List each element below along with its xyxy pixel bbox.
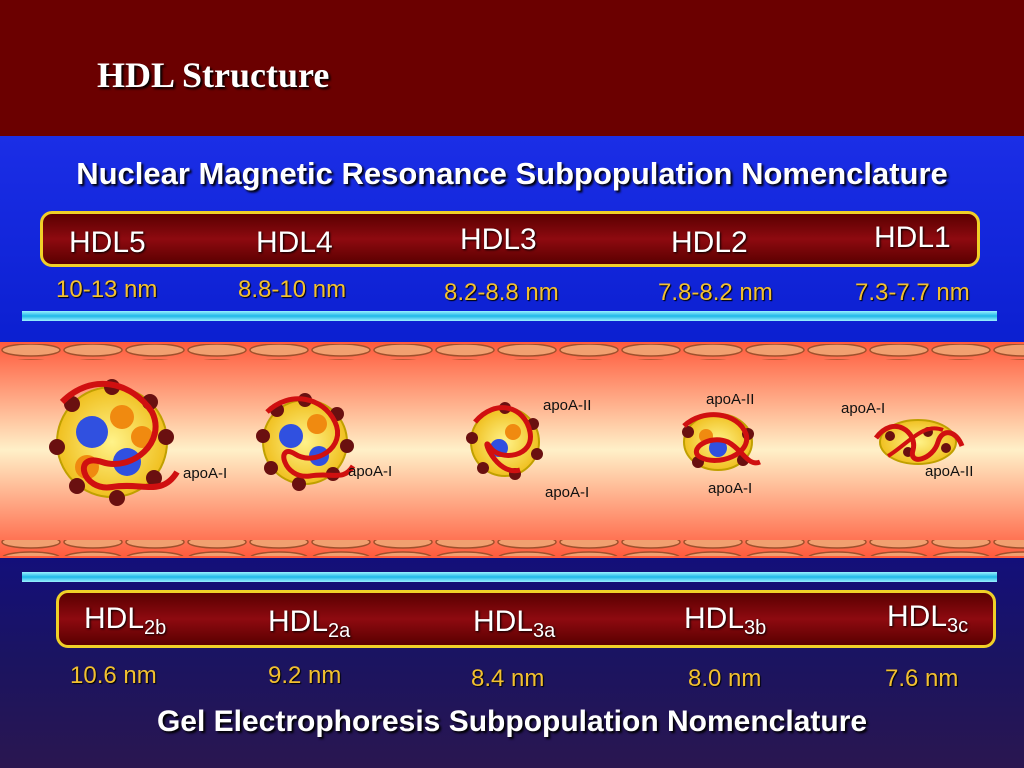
nmr-size-hdl4: 8.8-10 nm <box>238 276 347 303</box>
gel-size-hdl3a: 8.4 nm <box>471 665 545 692</box>
gel-class-bar <box>56 590 996 648</box>
hdl-particle-5 <box>873 419 965 465</box>
nmr-class-hdl1: HDL1 <box>874 221 951 254</box>
nmr-class-bar <box>40 211 980 267</box>
gel-class-hdl3c: HDL3c <box>887 600 969 637</box>
gel-size-hdl3b: 8.0 nm <box>688 665 762 692</box>
nmr-class-hdl3: HDL3 <box>460 223 537 256</box>
particle-4-apoa2-label: apoA-II <box>706 391 755 408</box>
particle-2-apoa1-label: apoA-I <box>348 463 393 480</box>
nmr-size-hdl2: 7.8-8.2 nm <box>658 279 773 306</box>
hdl-particle-4 <box>682 412 761 471</box>
nmr-class-hdl2: HDL2 <box>671 226 748 259</box>
nmr-divider-stripe <box>22 311 997 321</box>
nmr-size-hdl5: 10-13 nm <box>56 276 158 303</box>
gel-size-hdl2a: 9.2 nm <box>268 662 342 689</box>
gel-divider-stripe <box>22 572 997 582</box>
hdl-particle-1 <box>49 379 180 506</box>
particle-3-apoa2-label: apoA-II <box>543 397 592 414</box>
gel-class-hdl3b: HDL3b <box>684 602 767 639</box>
particle-5-apoa1-label: apoA-I <box>841 400 886 417</box>
hdl-particle-3 <box>466 402 543 480</box>
gel-class-hdl2b: HDL2b <box>84 602 167 639</box>
title-header: HDL Structure <box>0 0 1024 136</box>
particle-5-apoa2-label: apoA-II <box>925 463 974 480</box>
slide-title: HDL Structure <box>97 55 330 95</box>
nmr-class-hdl5: HDL5 <box>69 226 146 259</box>
gel-size-hdl3c: 7.6 nm <box>885 665 959 692</box>
particle-3-apoa1-label: apoA-I <box>545 484 590 501</box>
nmr-class-hdl4: HDL4 <box>256 226 333 259</box>
nmr-heading: Nuclear Magnetic Resonance Subpopulation… <box>76 156 948 191</box>
particle-1-apoa1-label: apoA-I <box>183 465 228 482</box>
blood-vessel-illustration <box>0 342 1024 558</box>
nmr-size-hdl1: 7.3-7.7 nm <box>855 279 970 306</box>
particle-4-apoa1-label: apoA-I <box>708 480 753 497</box>
nmr-size-hdl3: 8.2-8.8 nm <box>444 279 559 306</box>
gel-class-hdl3a: HDL3a <box>473 605 556 642</box>
hdl-particle-2 <box>256 393 356 491</box>
gel-class-hdl2a: HDL2a <box>268 605 351 642</box>
gel-heading: Gel Electrophoresis Subpopulation Nomenc… <box>156 705 868 738</box>
gel-size-hdl2b: 10.6 nm <box>70 662 157 689</box>
